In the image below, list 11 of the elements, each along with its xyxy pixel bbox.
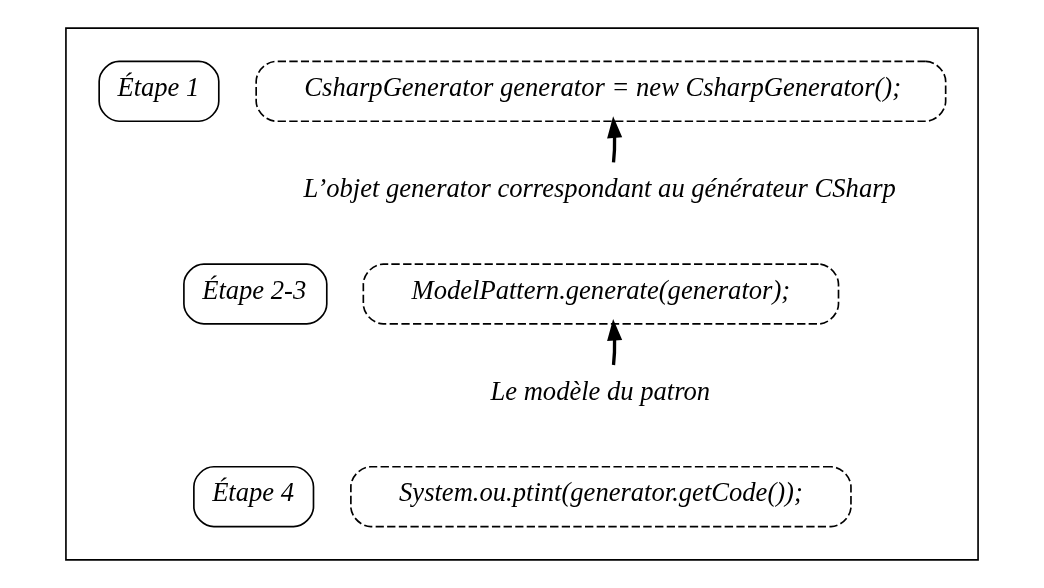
node-box: CsharpGenerator generator = new CsharpGenerator(); bbox=[255, 60, 947, 123]
node-box: Étape 4 bbox=[193, 465, 315, 528]
node-box: Étape 1 bbox=[98, 60, 220, 123]
arrow bbox=[607, 116, 623, 163]
arrow bbox=[607, 319, 623, 366]
node-box: ModelPattern.generate(generator); bbox=[362, 263, 840, 325]
node-text: Le modèle du patron bbox=[490, 376, 711, 406]
node-box: Étape 2-3 bbox=[183, 263, 328, 325]
node-box: System.ou.ptint(generator.getCode()); bbox=[350, 465, 852, 528]
cluster bbox=[65, 27, 979, 561]
node-text: L’objet generator correspondant au générateur CSharp bbox=[303, 173, 896, 204]
